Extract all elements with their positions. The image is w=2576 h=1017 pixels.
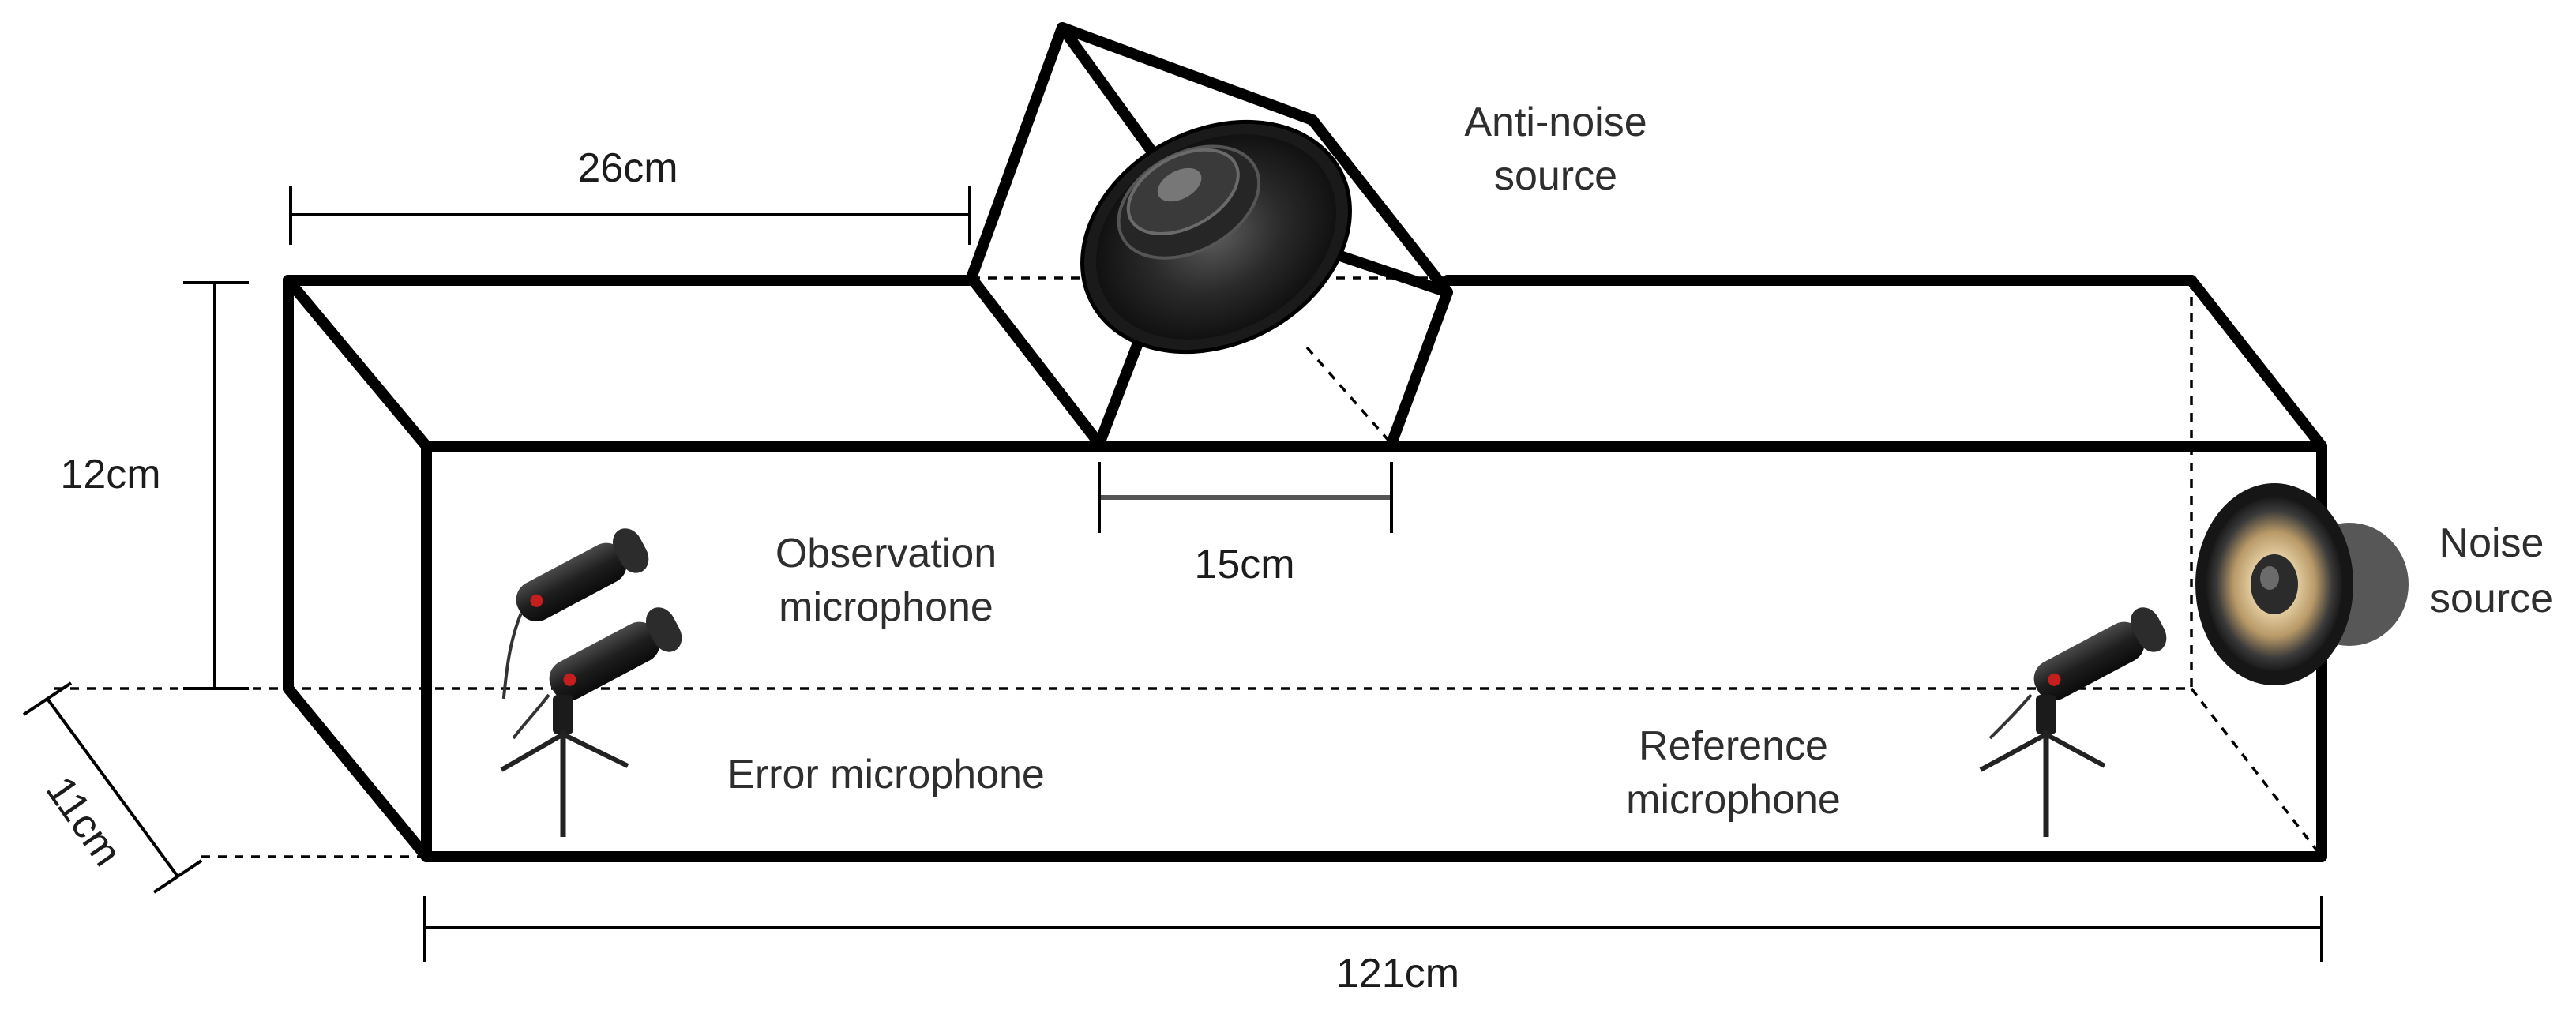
dim-label-12cm: 12cm bbox=[60, 452, 160, 497]
reference-mic-label-line2: microphone bbox=[1626, 777, 1841, 823]
dim-label-15cm: 15cm bbox=[1194, 542, 1294, 587]
microphone-icon bbox=[500, 607, 682, 837]
dim-label-121cm: 121cm bbox=[1336, 951, 1459, 996]
anti-noise-label-line2: source bbox=[1494, 153, 1617, 199]
noise-source-label-line1: Noise bbox=[2439, 520, 2544, 566]
observation-mic-label-line2: microphone bbox=[779, 584, 993, 630]
noise-source-label-line2: source bbox=[2430, 576, 2553, 621]
dim-label-11cm: 11cm bbox=[37, 768, 130, 874]
loudspeaker-icon bbox=[1080, 119, 1352, 355]
observation-mic-label-line1: Observation bbox=[775, 531, 997, 576]
reference-mic-label-line1: Reference bbox=[1639, 723, 1828, 769]
dim-label-26cm: 26cm bbox=[577, 145, 678, 191]
dimension-26cm bbox=[289, 186, 971, 245]
dimension-121cm bbox=[423, 896, 2323, 962]
dimension-15cm bbox=[1098, 462, 1393, 533]
microphone-icon bbox=[1979, 607, 2167, 837]
dimension-12cm bbox=[183, 281, 249, 690]
error-mic-label: Error microphone bbox=[727, 752, 1045, 797]
anti-noise-label-line1: Anti-noise bbox=[1464, 99, 1647, 145]
microphone-icon bbox=[501, 528, 649, 700]
dimension-11cm bbox=[22, 681, 203, 894]
loudspeaker-icon bbox=[2195, 483, 2409, 685]
